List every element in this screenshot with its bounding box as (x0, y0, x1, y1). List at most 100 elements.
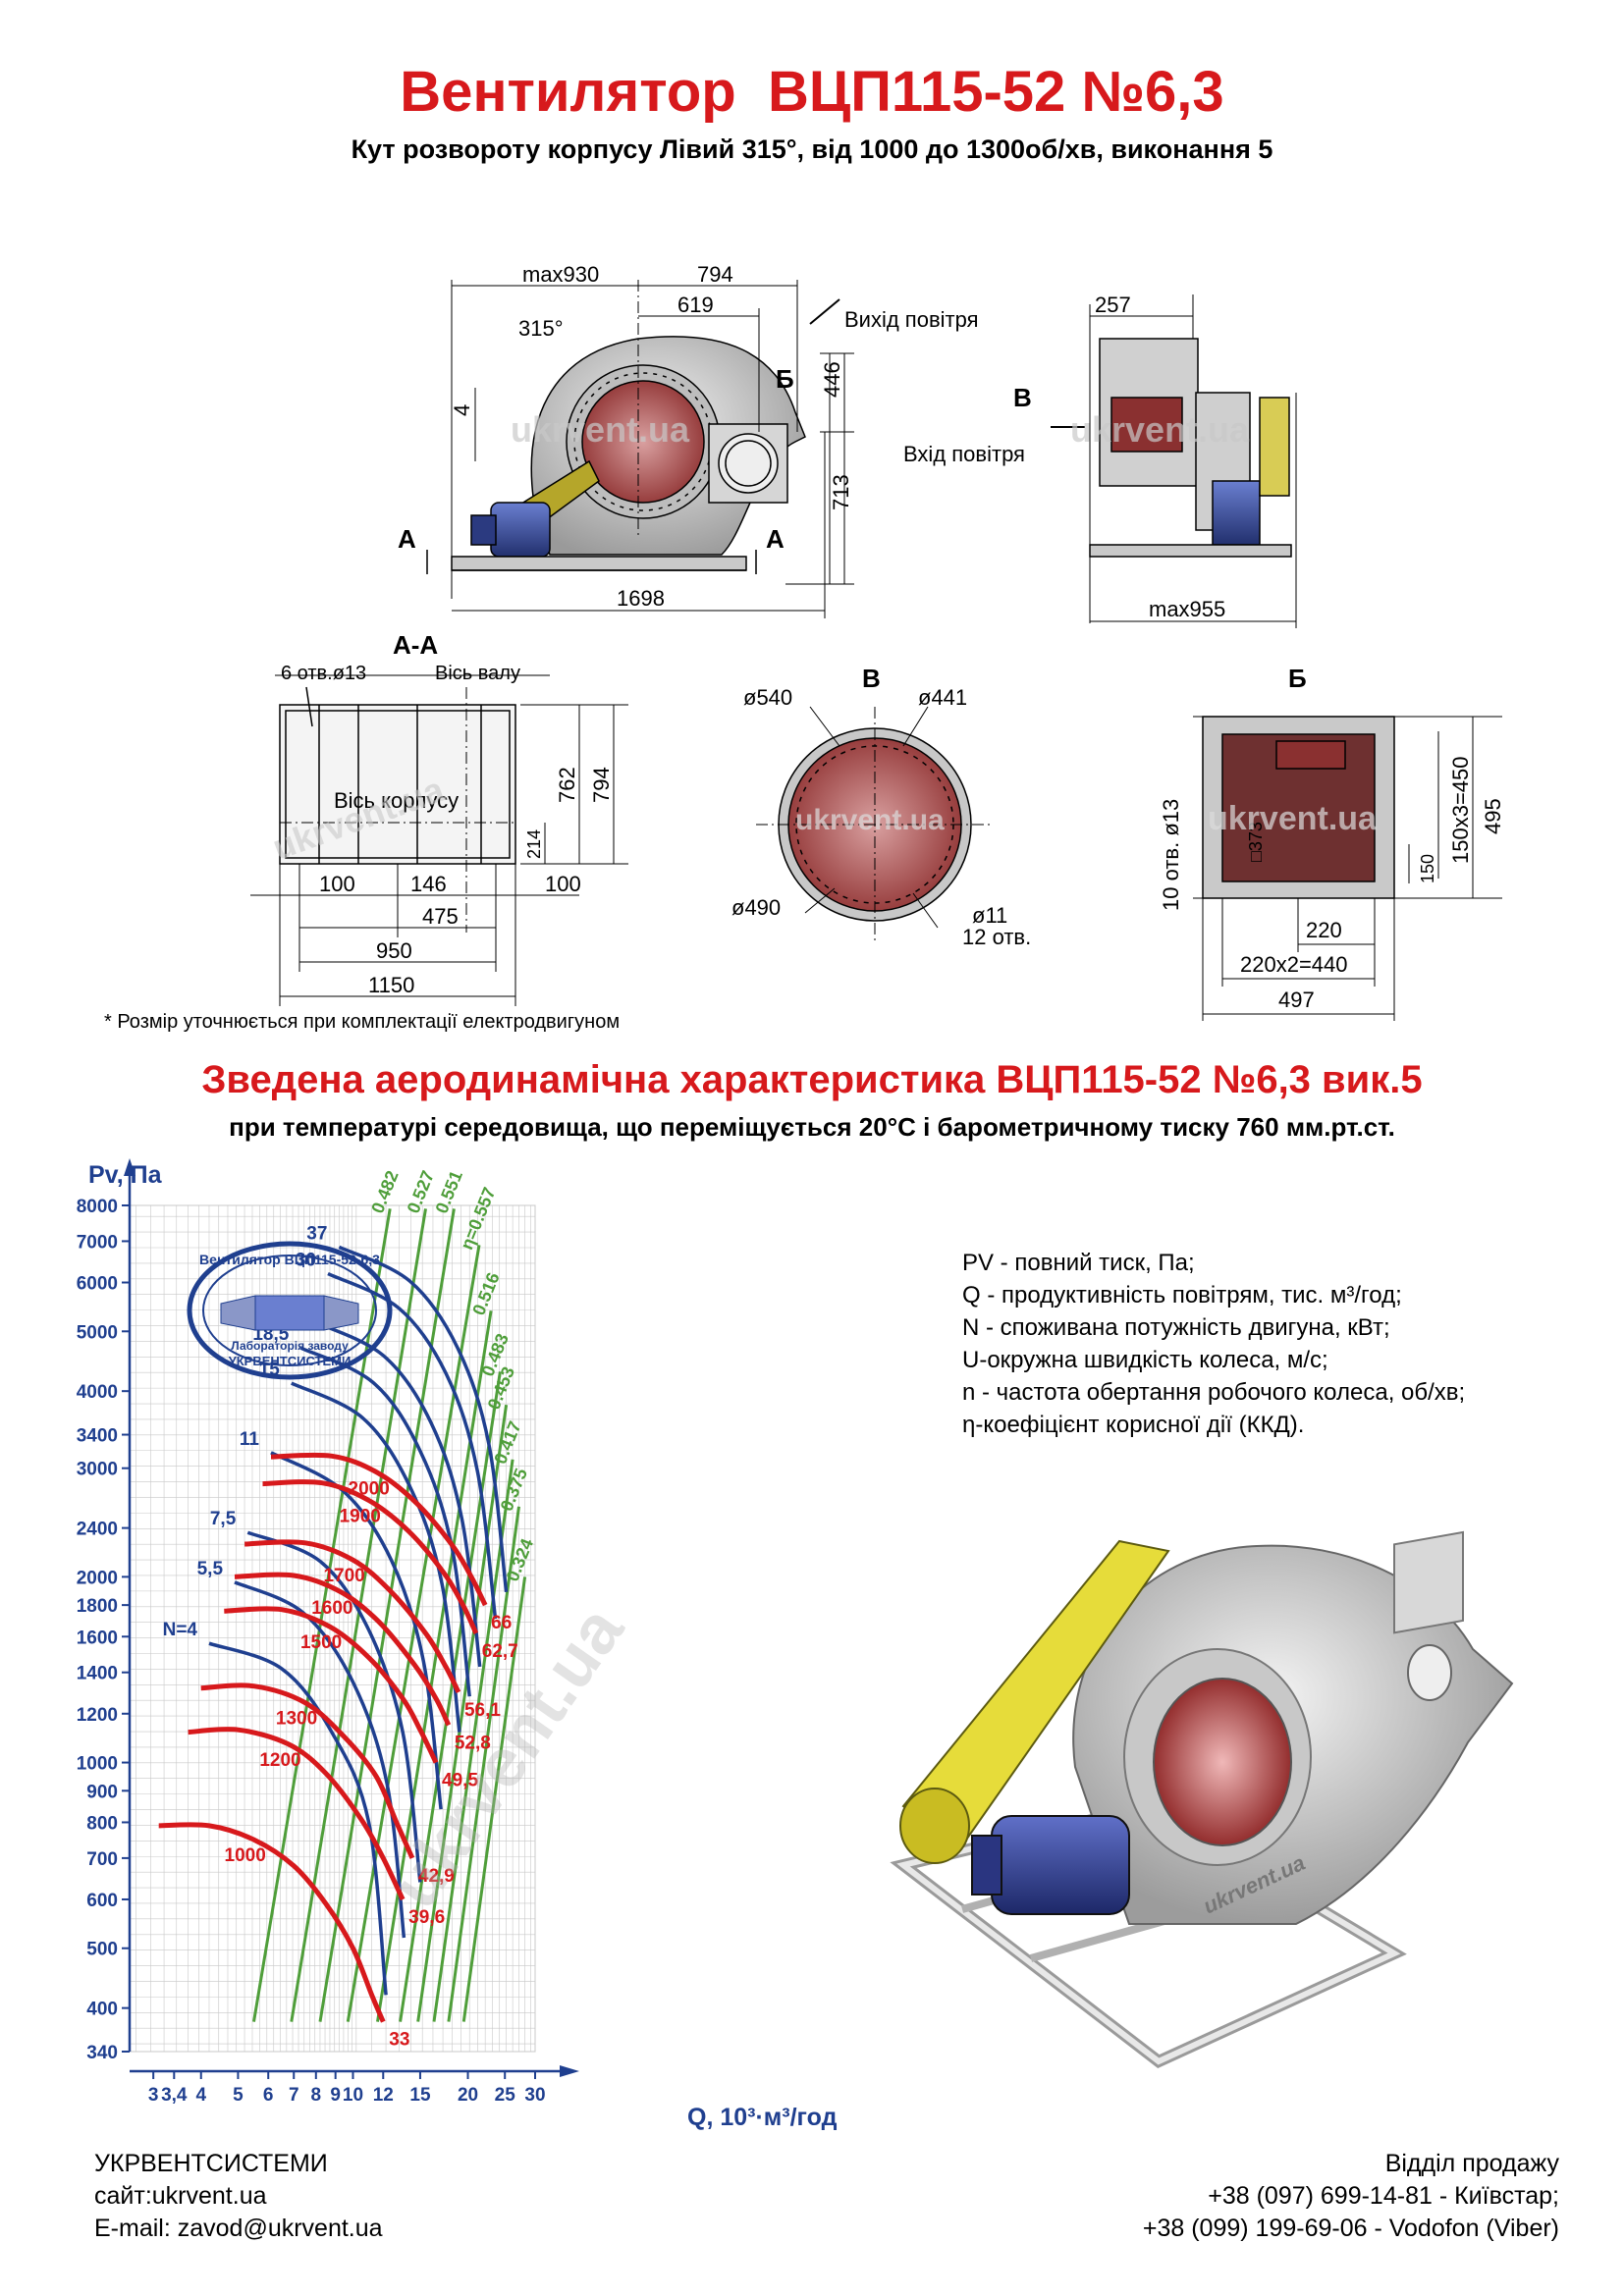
legend-u: U-окружна швидкість колеса, м/с; (962, 1347, 1328, 1373)
y-tick-label: 1800 (77, 1596, 118, 1617)
x-tick-label: 15 (409, 2085, 431, 2106)
power-line (270, 1451, 443, 1810)
watermark-front: ukrvent.ua (511, 409, 690, 450)
y-tick-label: 400 (86, 2000, 118, 2020)
holes-b-label: 10 отв. ø13 (1159, 799, 1183, 911)
x-tick-label: 30 (524, 2085, 545, 2106)
x-tick-label: 20 (458, 2085, 478, 2106)
power-label: 5,5 (197, 1559, 224, 1579)
legend-q: Q - продуктивність повітрям, тис. м³/год… (962, 1282, 1402, 1308)
technical-drawing: max930 794 619 446 713 1698 315° 4 Вихід… (250, 262, 1505, 1021)
view-aa-label: А-А (393, 630, 438, 660)
rpm-label: 1500 (300, 1632, 342, 1653)
power-lines (208, 1245, 509, 1996)
x-tick-label: 7 (289, 2085, 299, 2106)
power-label: N=4 (163, 1620, 198, 1640)
angle-label: 315° (518, 316, 564, 341)
y-tick-label: 900 (86, 1782, 118, 1802)
rpm-label: 2000 (349, 1478, 390, 1499)
page-subtitle: Кут розвороту корпусу Лівий 315°, від 10… (351, 134, 1273, 164)
rpm-curve (270, 1452, 488, 1607)
footer-contacts: УКРВЕНТСИСТЕМИ сайт:ukrvent.ua E-mail: z… (94, 2148, 383, 2245)
dim-950: 950 (376, 938, 412, 963)
y-axis-arrow (124, 1158, 135, 1176)
site-link[interactable]: сайт:ukrvent.ua (94, 2182, 267, 2210)
view-b-label: Б (1288, 664, 1307, 693)
holes-aa-label: 6 отв.ø13 (281, 663, 366, 684)
email-link[interactable]: E-mail: zavod@ukrvent.ua (94, 2215, 383, 2242)
dim-619: 619 (677, 293, 714, 317)
x-tick-label: 8 (311, 2085, 322, 2106)
x-tick-label: 12 (373, 2085, 394, 2106)
legend-n: N - споживана потужність двигуна, кВт; (962, 1314, 1390, 1341)
dim-1150: 1150 (368, 973, 414, 997)
dim-150-b: 150 (1418, 854, 1437, 883)
dim-794-aa: 794 (589, 767, 614, 803)
efficiency-line (399, 1371, 502, 2022)
rpm-label: 1200 (259, 1750, 300, 1771)
rpm-curve (158, 1822, 386, 2023)
air-out-label: Вихід повітря (844, 307, 979, 332)
aerodynamic-chart: 3404005006007008009001000120014001600180… (77, 1158, 838, 2131)
rpm-end-label: 56,1 (464, 1700, 501, 1721)
phone-kyivstar[interactable]: +38 (097) 699-14-81 - Київстар; (1208, 2182, 1559, 2210)
dim-214: 214 (524, 829, 544, 859)
stamp-bottom2: УКРВЕНТСИСТЕМИ (229, 1354, 352, 1368)
efficiency-line (447, 1506, 520, 2022)
a-letter-left: А (398, 524, 416, 554)
y-tick-label: 4000 (77, 1382, 118, 1403)
chart-axes: 3404005006007008009001000120014001600180… (77, 1158, 579, 2106)
square-b-label: □373 (1246, 822, 1266, 862)
dim-max955: max955 (1149, 597, 1225, 621)
y-tick-label: 1200 (77, 1705, 118, 1726)
air-in-label: Вхід повітря (903, 442, 1025, 466)
efficiency-line (461, 1576, 527, 2022)
rpm-label: 1600 (311, 1598, 352, 1619)
rpm-curve (262, 1479, 479, 1634)
y-tick-label: 2400 (77, 1520, 118, 1540)
x-tick-label: 25 (495, 2085, 516, 2106)
y-tick-label: 600 (86, 1891, 118, 1911)
rpm-curve (234, 1572, 452, 1727)
holes-v-label: 12 отв. (962, 925, 1031, 949)
rpm-label: 1700 (323, 1566, 364, 1586)
x-axis-label: Q, 10³·м³/год (687, 2104, 838, 2131)
dim-d540: ø540 (743, 685, 792, 710)
x-axis-arrow (560, 2065, 579, 2077)
rpm-end-label: 62,7 (482, 1641, 518, 1662)
rpm-end-label: 49,5 (442, 1771, 478, 1791)
power-line (246, 1530, 422, 1883)
rpm-end-label: 39,6 (408, 1907, 445, 1928)
legend-eta: η-коефіцієнт корисної дії (ККД). (962, 1412, 1305, 1438)
dim-100-left: 100 (319, 872, 355, 896)
a-letter-right: А (766, 524, 785, 554)
footer-sales: Відділ продажу +38 (097) 699-14-81 - Киї… (1143, 2148, 1559, 2245)
company-name: УКРВЕНТСИСТЕМИ (94, 2150, 328, 2177)
power-line (299, 1346, 471, 1697)
rpm-end-label: 33 (389, 2030, 409, 2051)
dim-762: 762 (555, 767, 579, 803)
y-tick-label: 6000 (77, 1274, 118, 1295)
rpm-end-label: 66 (491, 1613, 512, 1633)
watermark-side: ukrvent.ua (1070, 409, 1250, 450)
y-tick-label: 3400 (77, 1426, 118, 1447)
power-label: 7,5 (210, 1509, 237, 1529)
efficiency-line (346, 1245, 481, 2022)
dim-220x2: 220x2=440 (1240, 952, 1348, 977)
rpm-curves (158, 1452, 488, 2023)
rpm-curve (188, 1727, 406, 1901)
dim-495: 495 (1481, 798, 1505, 834)
power-line (234, 1580, 406, 1939)
dim-220: 220 (1306, 918, 1342, 942)
view-v-label: В (862, 664, 881, 693)
rpm-curve (224, 1606, 439, 1764)
power-line (291, 1381, 461, 1733)
watermark-v: ukrvent.ua (795, 804, 945, 836)
efficiency-lines (252, 1208, 527, 2022)
dim-4: 4 (450, 404, 474, 416)
y-tick-label: 8000 (77, 1197, 118, 1217)
x-tick-label: 5 (233, 2085, 244, 2106)
rpm-label: 1300 (276, 1709, 317, 1730)
phone-vodafone[interactable]: +38 (099) 199-69-06 - Vodofon (Viber) (1142, 2215, 1559, 2242)
b-letter: Б (776, 364, 794, 394)
